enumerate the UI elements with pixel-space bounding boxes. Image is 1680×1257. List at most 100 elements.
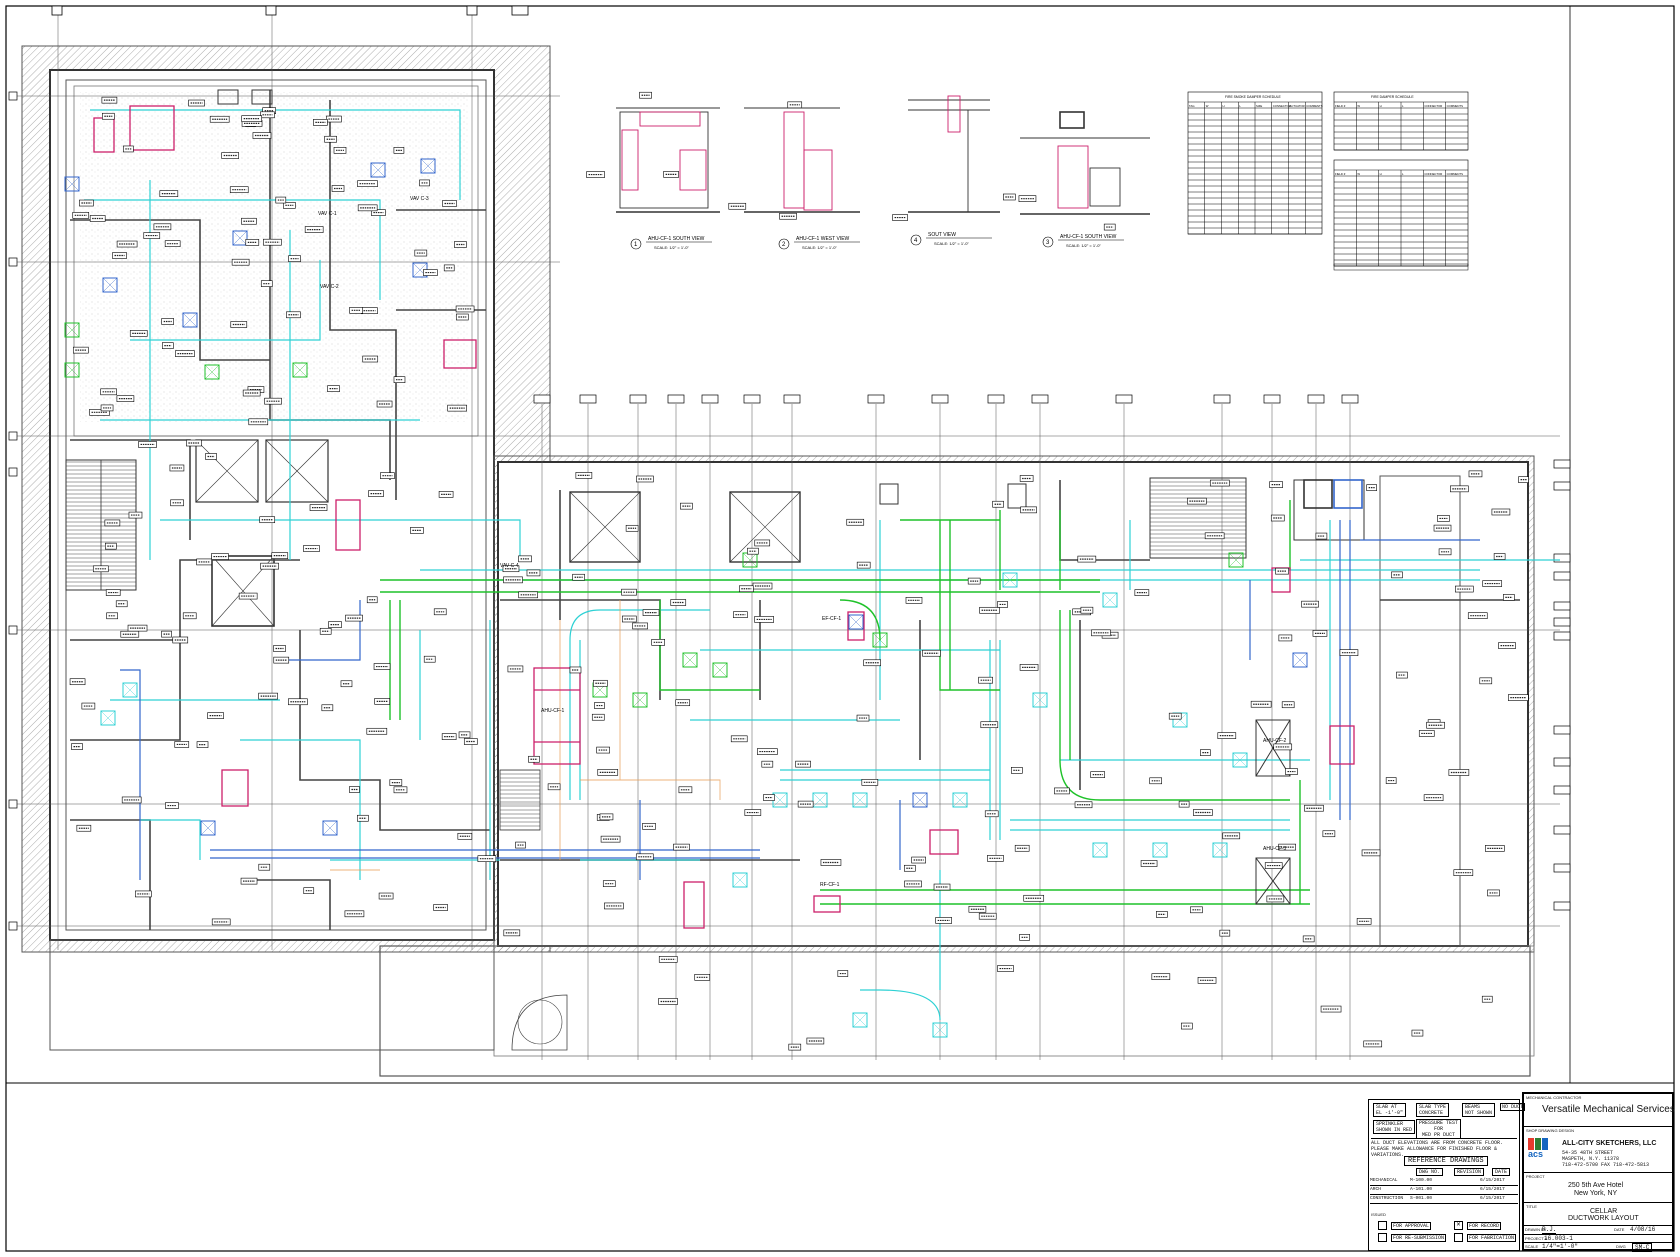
duct-size-tag	[231, 258, 250, 266]
schedule-header: COMMENTS	[1306, 104, 1322, 108]
schedule-header: W	[1206, 104, 1209, 108]
detail-number-bubble	[778, 238, 790, 250]
grid-lines	[14, 12, 1560, 950]
duct-size-tag	[100, 404, 114, 412]
column-bubble	[987, 394, 1005, 404]
duct-tags	[69, 91, 1529, 1051]
duct-size-tag	[1275, 567, 1289, 575]
duct-size-tag	[1080, 606, 1094, 614]
duct-size-tag	[1003, 193, 1016, 201]
duct-size-tag	[349, 307, 363, 314]
duct-size-tag	[1190, 906, 1203, 914]
reference-col-rev: REVISION	[1454, 1168, 1485, 1176]
duct-size-tag	[283, 202, 296, 209]
diffuser	[872, 632, 888, 648]
duct-size-tag	[1301, 600, 1319, 608]
duct-size-tag	[806, 1037, 825, 1045]
duct-size-tag	[327, 385, 340, 392]
diffuser	[632, 692, 648, 708]
diffuser	[100, 710, 116, 726]
outside-air-ductwork	[330, 600, 721, 871]
logo-text: acs	[1528, 1149, 1544, 1159]
diffuser	[848, 614, 864, 630]
drawing-title-1: CELLAR	[1590, 1208, 1618, 1215]
duct-size-tag	[1281, 701, 1295, 709]
column-bubble	[1341, 394, 1359, 404]
duct-size-tag	[639, 91, 652, 99]
checkbox-fabrication[interactable]	[1454, 1233, 1463, 1242]
issue-record[interactable]: ✕FOR RECORD	[1454, 1221, 1502, 1230]
duct-size-tag	[518, 555, 532, 563]
row-bubble	[8, 257, 18, 267]
checkbox-approval[interactable]	[1378, 1221, 1387, 1230]
row-bubble	[8, 431, 18, 441]
duct-size-tag	[596, 746, 610, 754]
column-bubble	[1031, 394, 1049, 404]
duct-size-tag	[1438, 548, 1452, 556]
acs-logo: acs	[1528, 1138, 1552, 1159]
row-bubble	[1553, 601, 1571, 611]
detail-scale: SCALE: 1/2" = 1'-0"	[934, 241, 969, 246]
diffuser	[1092, 842, 1108, 858]
diffuser	[322, 820, 338, 836]
diffusers	[64, 158, 1308, 1038]
duct-size-tag	[856, 714, 870, 722]
diffuser	[182, 312, 198, 328]
row-bubble	[1553, 863, 1571, 873]
project-number: 16.003-1	[1544, 1235, 1573, 1242]
schedule-header: CONNECTOR	[1424, 104, 1442, 108]
issue-fabrication[interactable]: FOR FABRICATION	[1454, 1233, 1517, 1242]
schedule-header: CONNECTOR	[1424, 172, 1442, 176]
checkbox-record[interactable]: ✕	[1454, 1221, 1463, 1230]
duct-size-tag	[1498, 642, 1516, 649]
duct-size-tag	[1269, 481, 1283, 488]
schedule-header: L	[1402, 172, 1404, 176]
row-bubble	[8, 921, 18, 931]
issue-approval[interactable]: FOR APPROVAL	[1378, 1221, 1432, 1230]
legend-pressure: PRESSURE TEST	[1419, 1120, 1459, 1126]
diffuser	[852, 792, 868, 808]
duct-size-tag	[1278, 843, 1296, 851]
duct-size-tag	[651, 639, 665, 646]
scale-label: SCALE	[1525, 1244, 1539, 1249]
duct-size-tag	[170, 499, 184, 507]
schedule-header: H	[1223, 104, 1225, 108]
duct-size-tag	[547, 783, 561, 791]
ref-date: 6/15/2017	[1480, 1178, 1505, 1183]
row-bubble	[1553, 631, 1571, 641]
diffuser	[232, 230, 248, 246]
reference-table: MECHANICAL M-100.00 6/15/2017 ARCH A-101…	[1370, 1177, 1518, 1204]
issue-resubmission[interactable]: FOR RE-SUBMISSION	[1378, 1233, 1447, 1242]
project-label: PROJECT	[1526, 1174, 1545, 1179]
duct-size-tag	[463, 738, 478, 745]
schedule-header: CONNECTOR	[1273, 104, 1291, 108]
diffuser	[64, 362, 80, 378]
detail-number: 2	[782, 242, 786, 248]
reference-col-date: DATE	[1492, 1168, 1511, 1176]
detail-number-bubble	[910, 234, 922, 246]
column-bubble	[1263, 394, 1281, 404]
tag-vav-3: VAV C-3	[410, 196, 429, 202]
duct-size-tag	[328, 621, 342, 628]
duct-size-tag	[81, 702, 96, 710]
diffuser	[812, 792, 828, 808]
duct-size-tag	[433, 608, 447, 616]
schedule-title: FIRE SMOKE DAMPER SCHEDULE	[1225, 95, 1282, 99]
checkbox-resubmission[interactable]	[1378, 1233, 1387, 1242]
duct-size-tag	[264, 397, 282, 405]
duct-size-tag	[288, 255, 301, 262]
duct-size-tag	[1433, 524, 1452, 532]
ref-date: 6/15/2017	[1480, 1196, 1505, 1201]
duct-size-tag	[1487, 889, 1500, 897]
row-bubble	[8, 467, 18, 477]
ref-trade: ARCH	[1370, 1187, 1382, 1192]
column-bubble	[783, 394, 801, 404]
reference-heading: REFERENCE DRAWINGS	[1404, 1156, 1488, 1166]
drawing-number: SM-C	[1632, 1243, 1653, 1252]
tag-vav-4: VAV C-4	[500, 563, 519, 569]
duct-size-tag	[345, 614, 363, 622]
tag-ahu-1: AHU-CF-1	[541, 708, 565, 714]
duct-size-tag	[846, 518, 865, 526]
building-east-wing	[49, 455, 1535, 1077]
